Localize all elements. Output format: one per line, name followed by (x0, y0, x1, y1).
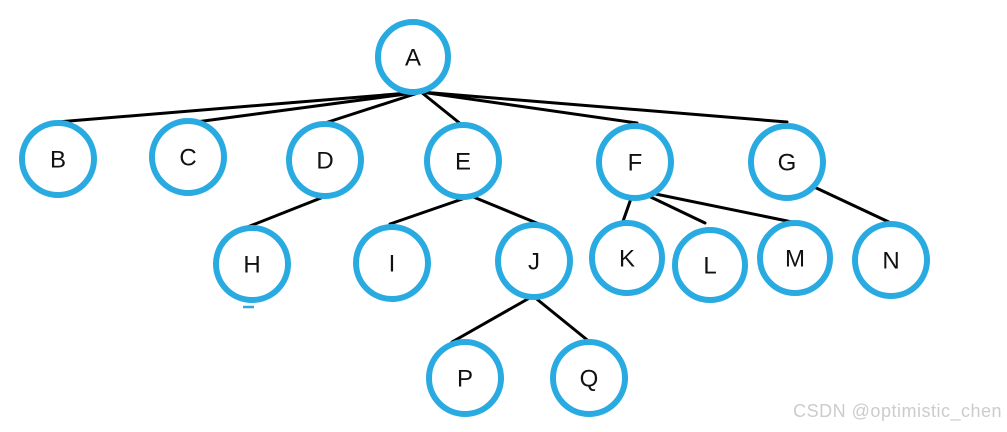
edge-A-F (419, 90, 639, 125)
node-circle-N (852, 221, 930, 299)
edge-J-Q (531, 294, 593, 345)
tree-node-B: B (19, 120, 97, 198)
tree-node-K: K (589, 220, 665, 296)
node-label-C: C (179, 145, 196, 172)
node-label-D: D (316, 148, 333, 175)
tree-node-Q: Q (550, 339, 628, 417)
edge-A-D (323, 90, 423, 125)
node-circle-L (672, 227, 748, 303)
node-circle-J (495, 222, 573, 300)
edge-A-G (419, 90, 789, 124)
node-label-E: E (455, 149, 471, 176)
tree-node-M: M (757, 220, 833, 296)
node-label-M: M (785, 246, 805, 273)
node-label-A: A (405, 45, 421, 72)
node-circle-F (596, 123, 674, 201)
node-label-N: N (882, 248, 899, 275)
tree-node-L: L (672, 227, 748, 303)
node-circle-C (149, 118, 227, 196)
node-label-I: I (389, 251, 396, 278)
node-circle-P (426, 339, 504, 417)
node-label-Q: Q (580, 366, 599, 393)
tree-node-P: P (426, 339, 504, 417)
tree-node-F: F (596, 123, 674, 201)
node-circle-A (375, 19, 451, 95)
node-label-B: B (50, 147, 66, 174)
edge-J-P (450, 294, 535, 344)
node-circle-Q (550, 339, 628, 417)
edge-E-J (469, 194, 541, 226)
node-label-K: K (619, 246, 635, 273)
node-label-J: J (528, 249, 540, 276)
tree-node-G: G (748, 123, 826, 201)
node-label-G: G (778, 150, 797, 177)
node-circle-D (286, 121, 364, 199)
edge-A-B (55, 90, 423, 124)
node-circle-K (589, 220, 665, 296)
node-label-F: F (628, 150, 643, 177)
tree-node-D: D (286, 121, 364, 199)
node-circle-H (213, 225, 291, 303)
edge-F-M (634, 188, 799, 225)
edge-D-H (243, 194, 328, 230)
tree-node-I: I (353, 224, 431, 302)
edge-G-N (810, 184, 895, 226)
edge-E-I (388, 194, 473, 226)
node-circle-M (757, 220, 833, 296)
node-label-P: P (457, 366, 473, 393)
node-circle-B (19, 120, 97, 198)
edge-A-E (419, 90, 464, 127)
node-label-H: H (243, 252, 260, 279)
tree-node-N: N (852, 221, 930, 299)
tree-node-H: H (213, 225, 291, 303)
tree-node-E: E (424, 122, 502, 200)
node-circle-E (424, 122, 502, 200)
tree-node-J: J (495, 222, 573, 300)
node-circle-G (748, 123, 826, 201)
watermark: CSDN @optimistic_chen (793, 401, 1002, 421)
tree-node-C: C (149, 118, 227, 196)
node-label-L: L (703, 253, 716, 280)
node-circle-I (353, 224, 431, 302)
tree-node-A: A (375, 19, 451, 95)
edge-A-C (194, 90, 423, 124)
